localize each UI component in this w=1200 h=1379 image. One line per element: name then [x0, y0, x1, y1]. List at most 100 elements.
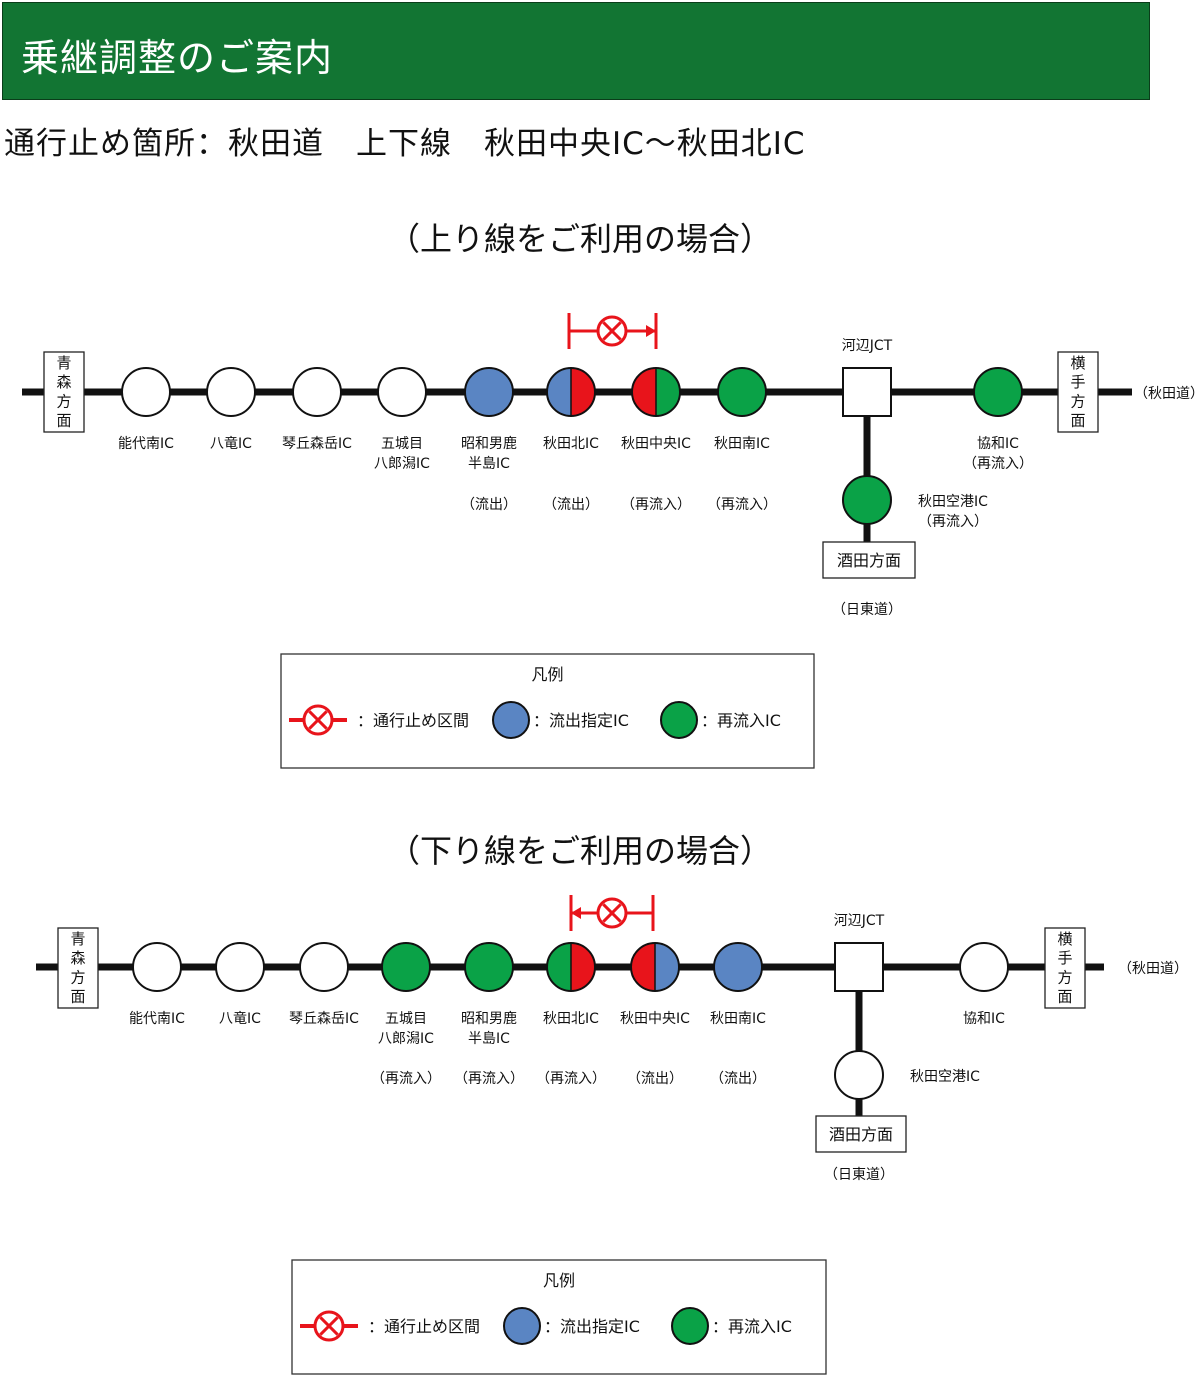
up-kyowa-label: 協和IC — [977, 436, 1019, 452]
up-nitto-road-label: （日東道） — [832, 602, 902, 618]
up-section-title: （上り線をご利用の場合） — [387, 220, 772, 258]
up-jct-label: 河辺JCT — [842, 338, 893, 354]
down-ic-1-name: 八竜IC — [219, 1010, 261, 1027]
up-ic-6-name: 秋田中央IC — [621, 436, 691, 452]
up-ic-1-name: 八竜IC — [210, 435, 252, 452]
down-ic-3-name: 五城目 — [385, 1011, 427, 1027]
end-char: 森 — [70, 949, 85, 967]
end-char: 方 — [70, 968, 85, 986]
up-airport-ic-icon — [842, 475, 892, 525]
ic-half-left — [631, 943, 655, 991]
down-closure-arrow — [571, 907, 581, 919]
down-nitto-road-label: （日東道） — [824, 1167, 894, 1183]
end-char: 方 — [1070, 392, 1085, 410]
down-ic-5-icon — [546, 942, 596, 992]
up-ic-7-icon — [717, 367, 767, 417]
closed-section-icon — [313, 1310, 345, 1342]
up-ic-4-name: 昭和男鹿 — [461, 435, 517, 452]
outflow-ic-icon — [492, 701, 530, 739]
down-ic-3-icon — [381, 942, 431, 992]
up-ic-0-name: 能代南IC — [118, 436, 174, 452]
end-char: 青 — [70, 930, 85, 948]
legend-reentry-label: ：再流入IC — [712, 1317, 792, 1336]
up-ic-5-note: （流出） — [543, 497, 599, 513]
up-jct-square — [842, 367, 892, 417]
down-ic-6-note: （流出） — [627, 1071, 683, 1087]
end-char: 横 — [1070, 354, 1085, 372]
legend-title: 凡例 — [543, 1271, 575, 1290]
down-airport-ic-icon — [834, 1050, 884, 1100]
closed-x-2 — [602, 903, 622, 923]
closed-x-2 — [319, 1316, 339, 1336]
up-ic-0-icon — [121, 367, 171, 417]
down-ic-4-name: 昭和男鹿 — [461, 1010, 517, 1027]
up-closure-mark — [596, 315, 628, 347]
down-jct-label: 河辺JCT — [834, 913, 885, 929]
up-ic-6-note: （再流入） — [621, 497, 691, 513]
end-char: 青 — [56, 354, 71, 372]
header-bar: 乗継調整のご案内 — [2, 2, 1150, 100]
end-char: 横 — [1057, 930, 1072, 948]
legend-box — [291, 1259, 827, 1375]
down-ic-7-icon — [713, 942, 763, 992]
closed-section-icon — [302, 704, 334, 736]
end-char: 手 — [1070, 373, 1085, 391]
up-sakata-box — [822, 541, 916, 579]
down-kyowa-ic-icon — [959, 942, 1009, 992]
ic-half-left — [547, 943, 571, 991]
closure-location: 通行止め箇所：秋田道 上下線 秋田中央IC〜秋田北IC — [4, 126, 806, 162]
up-kyowa-ic-icon — [973, 367, 1023, 417]
down-ic-4-icon — [464, 942, 514, 992]
down-ic-7-name: 秋田南IC — [710, 1011, 766, 1027]
up-ic-7-note: （再流入） — [707, 497, 777, 513]
end-char: 面 — [1057, 987, 1072, 1005]
legend-reentry-label: ：再流入IC — [701, 711, 781, 730]
up-airport-label: （再流入） — [918, 514, 988, 530]
up-ic-7-name: 秋田南IC — [714, 436, 770, 452]
ic-half-right — [656, 368, 680, 416]
down-ic-4-name: 半島IC — [468, 1031, 510, 1047]
reentry-ic-icon — [671, 1307, 709, 1345]
down-ic-7-note: （流出） — [710, 1071, 766, 1087]
down-section-title: （下り線をご利用の場合） — [387, 832, 772, 870]
down-ic-2-name: 琴丘森岳IC — [289, 1011, 359, 1027]
end-char: 面 — [56, 411, 71, 429]
up-ic-3-name: 八郎潟IC — [374, 456, 430, 472]
end-char: 森 — [56, 373, 71, 391]
up-right-road-label: （秋田道） — [1134, 386, 1200, 402]
up-airport-label: 秋田空港IC — [918, 494, 988, 510]
end-char: 方 — [1057, 968, 1072, 986]
down-kyowa-label: 協和IC — [963, 1011, 1005, 1027]
down-ic-2-icon — [299, 942, 349, 992]
end-box — [43, 351, 85, 433]
legend-outflow-label: ：流出指定IC — [544, 1317, 640, 1336]
ic-half-left — [632, 368, 656, 416]
up-ic-6-icon — [631, 367, 681, 417]
up-closure-arrow — [646, 325, 656, 337]
up-ic-5-icon — [546, 367, 596, 417]
up-legend — [280, 653, 815, 769]
up-ic-3-icon — [377, 367, 427, 417]
legend-outflow-label: ：流出指定IC — [533, 711, 629, 730]
down-ic-1-icon — [215, 942, 265, 992]
down-ic-3-note: （再流入） — [371, 1071, 441, 1087]
legend-box — [280, 653, 815, 769]
reentry-ic-icon — [660, 701, 698, 739]
up-sakata-label: 酒田方面 — [837, 551, 901, 570]
up-ic-5-name: 秋田北IC — [543, 436, 599, 452]
up-ic-2-name: 琴丘森岳IC — [282, 436, 352, 452]
up-ic-4-name: 半島IC — [468, 456, 510, 472]
ic-half-right — [571, 368, 595, 416]
up-kyowa-label: （再流入） — [963, 456, 1033, 472]
down-ic-5-note: （再流入） — [536, 1071, 606, 1087]
ic-half-left — [547, 368, 571, 416]
outflow-ic-icon — [503, 1307, 541, 1345]
down-sakata-label: 酒田方面 — [829, 1125, 893, 1144]
down-jct-square — [834, 942, 884, 992]
down-airport-label: 秋田空港IC — [910, 1069, 980, 1085]
up-ic-4-note: （流出） — [461, 497, 517, 513]
